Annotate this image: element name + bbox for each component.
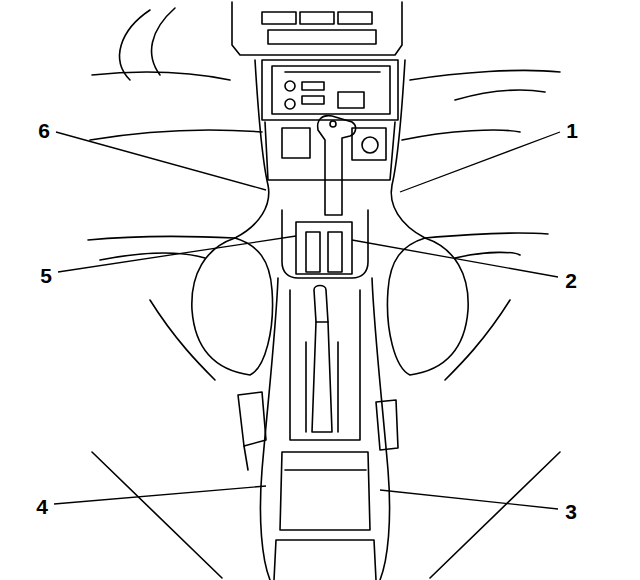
cupholder-lid: [285, 469, 366, 471]
brake-grip: [316, 321, 328, 323]
lever-button: [330, 121, 336, 127]
switch-panel: [352, 128, 386, 160]
parking-brake: [312, 286, 332, 433]
vent: [338, 12, 372, 24]
cassette-slot: [285, 71, 380, 73]
switch: [282, 128, 310, 158]
radio: [262, 60, 398, 120]
steering-wheel: [120, 10, 150, 80]
callout-holder: 4: [34, 495, 50, 518]
leader-line: [58, 236, 296, 272]
dash-line: [455, 90, 545, 100]
callout-holder: 2: [563, 269, 579, 292]
radio-knob: [285, 81, 295, 91]
seat-back: [455, 252, 520, 258]
steering-wheel: [152, 8, 175, 75]
left-seat: [192, 238, 273, 375]
callout-number: 2: [563, 269, 579, 292]
dash-line: [92, 72, 230, 80]
belt-buckle: [238, 392, 266, 446]
vent: [300, 12, 334, 24]
gate-slot: [328, 232, 342, 272]
shift-bezel: [265, 122, 395, 180]
brake-well: [290, 290, 360, 440]
seat-edge: [445, 300, 510, 380]
gear-lever: [318, 116, 356, 215]
seat-edge: [150, 300, 215, 380]
callout-number: 3: [563, 500, 579, 523]
seat-back: [425, 233, 548, 238]
callout-holder: 1: [564, 119, 580, 142]
seat-back: [100, 253, 205, 260]
callout-number: 6: [36, 119, 52, 142]
leader-line: [400, 132, 560, 192]
callout-number: 1: [564, 119, 580, 142]
callout-holder: 5: [38, 264, 54, 287]
belt-strap: [244, 446, 248, 470]
belt-buckle: [376, 400, 398, 450]
floor-line: [92, 452, 222, 578]
shift-gate: [296, 222, 352, 274]
floor-line: [430, 452, 560, 578]
leader-line: [54, 486, 266, 504]
lighter: [362, 137, 378, 153]
callout-number: 5: [38, 264, 54, 287]
dash-line: [410, 70, 560, 80]
seat-back: [88, 236, 235, 240]
leader-line: [380, 490, 558, 509]
radio-face: [272, 66, 390, 114]
upper-panel: [232, 2, 402, 55]
console-side: [372, 278, 390, 580]
brake-boot: [306, 342, 338, 432]
vent: [262, 12, 296, 24]
console-side: [260, 278, 278, 580]
dash-line: [402, 130, 520, 140]
vent: [268, 30, 376, 44]
console-side: [235, 60, 269, 238]
callout-number: 4: [34, 495, 50, 518]
radio-display: [338, 92, 364, 108]
radio-knob: [285, 99, 295, 109]
callout-holder: 3: [563, 500, 579, 523]
radio-button: [302, 96, 324, 104]
callout-holder: 6: [36, 119, 52, 142]
dash-line: [90, 130, 262, 140]
cupholder: [280, 452, 370, 530]
leader-line: [56, 132, 266, 190]
armrest: [274, 540, 376, 580]
leader-line: [352, 240, 558, 277]
radio-button: [302, 82, 324, 90]
console-side: [391, 60, 425, 238]
console-bin: [282, 210, 368, 278]
gate-slot: [306, 232, 320, 272]
